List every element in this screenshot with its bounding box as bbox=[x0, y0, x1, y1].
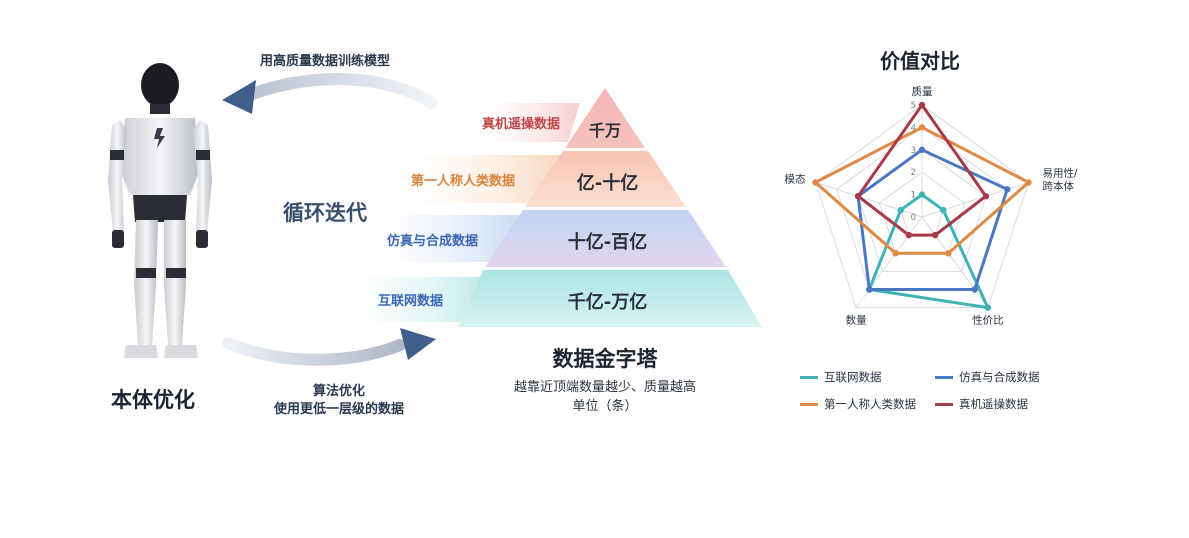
legend-label-3: 真机遥操数据 bbox=[959, 397, 1028, 411]
legend-label-1: 仿真与合成数据 bbox=[959, 370, 1040, 384]
legend-swatch-1 bbox=[935, 376, 953, 379]
pyramid-subtitle-line2: 单位（条） bbox=[572, 399, 638, 414]
pyramid-title: 数据金字塔 bbox=[552, 347, 658, 371]
radar-axis-label-1-line-1: 跨本体 bbox=[1043, 179, 1075, 192]
radar-point-3-0 bbox=[918, 101, 926, 109]
radar-spoke-3 bbox=[855, 216, 923, 308]
radar-tick-label-1: 1 bbox=[911, 191, 916, 201]
legend-swatch-2 bbox=[800, 403, 818, 406]
radar-series-line-1 bbox=[856, 148, 1009, 291]
bottom-arrow-head bbox=[400, 328, 436, 360]
top-arrow-label: 用高质量数据训练模型 bbox=[260, 54, 391, 69]
radar-point-3-4 bbox=[854, 193, 862, 200]
pyramid-level-0 bbox=[565, 88, 645, 148]
radar-point-1-1 bbox=[1004, 186, 1011, 193]
pyramid-level-3-amount: 千亿-万亿 bbox=[567, 292, 648, 313]
radar-point-0-0 bbox=[918, 191, 926, 198]
radar-spoke-4 bbox=[815, 181, 923, 218]
radar-tick-label-5: 5 bbox=[911, 101, 916, 111]
bottom-arrow-label-line2: 使用更低一层级的数据 bbox=[273, 402, 404, 417]
pyramid-level-2-name: 仿真与合成数据 bbox=[387, 234, 479, 249]
radar-point-3-2 bbox=[931, 231, 939, 239]
radar-tick-label-3: 3 bbox=[911, 146, 916, 156]
pyramid-level-2 bbox=[485, 210, 726, 267]
radar-spoke-2 bbox=[921, 216, 989, 308]
radar-title: 价值对比 bbox=[880, 49, 960, 73]
radar-axis-label-0: 质量 bbox=[912, 86, 933, 98]
bottom-arrow-label-line1: 算法优化 bbox=[312, 384, 365, 399]
top-arrow-head bbox=[222, 80, 256, 114]
pyramid-level-1-amount: 亿-十亿 bbox=[576, 173, 639, 194]
bottom-cycle-arc bbox=[222, 337, 406, 366]
radar-axis-label-2: 性价比 bbox=[972, 314, 1004, 327]
pyramid-level-2-amount: 十亿-百亿 bbox=[567, 232, 648, 253]
pyramid-level-3 bbox=[458, 270, 762, 327]
radar-spoke-1 bbox=[921, 181, 1029, 218]
radar-point-2-0 bbox=[918, 124, 926, 131]
pyramid-level-1-name: 第一人称人类数据 bbox=[411, 174, 516, 189]
legend-label-2: 第一人称人类数据 bbox=[824, 397, 916, 411]
pyramid-ribbon-0 bbox=[480, 103, 580, 142]
radar-series-line-0 bbox=[867, 193, 990, 310]
legend-swatch-0 bbox=[800, 376, 818, 379]
radar-point-0-4 bbox=[897, 206, 904, 214]
radar-axis-label-3: 数量 bbox=[846, 314, 868, 327]
radar-point-2-1 bbox=[1025, 179, 1032, 186]
radar-point-1-2 bbox=[971, 286, 978, 293]
radar-point-2-4 bbox=[812, 179, 819, 186]
robot-label: 本体优化 bbox=[111, 388, 195, 412]
legend-swatch-3 bbox=[935, 403, 953, 406]
legend-label-0: 互联网数据 bbox=[824, 370, 882, 384]
radar-point-3-1 bbox=[982, 193, 990, 200]
radar-series-line-3 bbox=[856, 103, 988, 237]
cycle-label: 循环迭代 bbox=[283, 201, 367, 225]
pyramid-level-3-name: 互联网数据 bbox=[378, 294, 444, 309]
radar-grid-ring-5 bbox=[814, 104, 1030, 309]
pyramid-level-0-name: 真机遥操数据 bbox=[482, 117, 561, 132]
radar-legend: 互联网数据 仿真与合成数据 第一人称人类数据 真机遥操数据 bbox=[800, 369, 1060, 419]
radar-point-0-1 bbox=[940, 206, 947, 214]
pyramid-ribbon-2 bbox=[380, 215, 525, 262]
humanoid-robot-illustration bbox=[108, 63, 212, 358]
pyramid-level-0-amount: 千万 bbox=[588, 121, 621, 140]
pyramid-ribbon-1 bbox=[407, 155, 562, 203]
radar-point-2-3 bbox=[892, 250, 899, 257]
radar-series-line-2 bbox=[813, 125, 1031, 255]
pyramid-subtitle-line1: 越靠近顶端数量越少、质量越高 bbox=[513, 380, 696, 395]
radar-point-0-2 bbox=[984, 304, 992, 311]
radar-point-2-2 bbox=[945, 250, 952, 257]
radar-point-1-0 bbox=[918, 146, 926, 153]
radar-axis-label-1-line-0: 易用性/ bbox=[1043, 166, 1078, 179]
radar-axis-label-4: 模态 bbox=[784, 172, 805, 185]
top-cycle-arc bbox=[244, 73, 438, 109]
radar-tick-label-2: 2 bbox=[911, 168, 916, 178]
radar-tick-label-4: 4 bbox=[911, 123, 916, 133]
pyramid-ribbon-3 bbox=[355, 277, 486, 322]
radar-tick-label-0: 0 bbox=[911, 213, 916, 223]
radar-point-1-3 bbox=[866, 286, 873, 293]
radar-point-3-3 bbox=[905, 231, 913, 239]
pyramid-level-1 bbox=[525, 151, 686, 207]
